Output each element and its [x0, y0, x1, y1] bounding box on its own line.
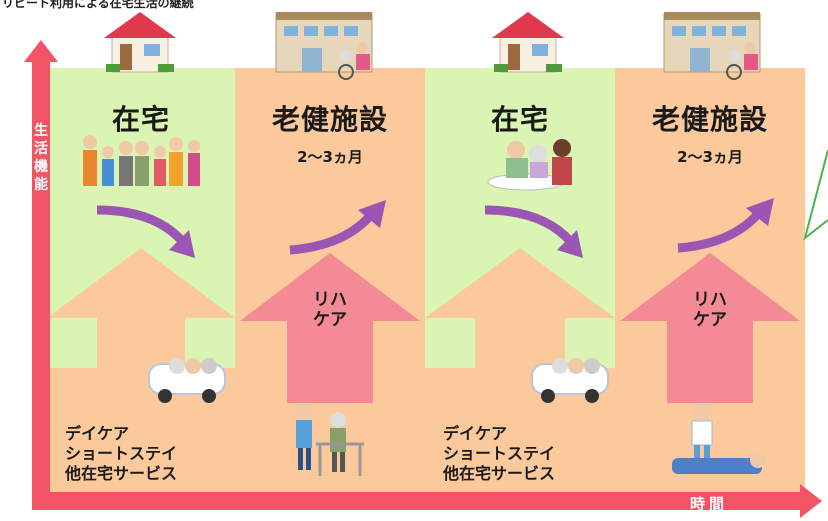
stage-period: 2～3ヵ月: [677, 148, 743, 166]
service-list: デイケア ショートステイ 他在宅サービス: [443, 424, 555, 484]
stage-period: 2～3ヵ月: [297, 148, 363, 166]
stage-heading: 老健施設: [271, 103, 388, 136]
horizontal-axis: [32, 492, 802, 510]
stage-heading: 在宅: [111, 103, 170, 136]
bed-care-icon: [672, 403, 766, 474]
rehab-walking-icon: [296, 404, 364, 476]
speech-bubble-icon: [803, 149, 828, 241]
vertical-axis-label-char: 生: [34, 123, 48, 139]
service-item: 他在宅サービス: [443, 464, 556, 483]
improve-arrow: [677, 198, 774, 253]
vertical-axis-label-char: 活: [34, 141, 48, 157]
house-icon: [492, 12, 564, 73]
care-facility-icon: [663, 12, 761, 80]
service-item: 他在宅サービス: [65, 464, 178, 483]
vertical-axis-label: 生活機能: [33, 122, 49, 194]
van-icon: [148, 358, 226, 403]
service-list: デイケア ショートステイ 他在宅サービス: [65, 424, 177, 484]
rehab-label-line: ケア: [693, 310, 727, 330]
stage-care-1: 老健施設 2～3ヵ月 リハ ケア: [235, 68, 425, 493]
rehab-label: リハ ケア: [235, 290, 425, 330]
house-icon: [104, 12, 176, 73]
home-care-icon: [487, 139, 572, 191]
service-item: デイケア: [443, 424, 508, 443]
rehab-label-line: リハ: [693, 290, 727, 310]
vertical-axis-label-char: 能: [34, 177, 48, 193]
support-up-arrow: [425, 248, 615, 378]
horizontal-axis-label: 時間: [690, 495, 729, 513]
vertical-axis-label-char: 機: [34, 159, 48, 175]
van-icon: [531, 358, 609, 403]
page-title: リピート利用による在宅生活の継続: [2, 0, 194, 10]
horizontal-axis-arrowhead: [800, 484, 822, 518]
support-up-arrow: [47, 248, 235, 378]
service-item: ショートステイ: [443, 444, 556, 463]
family-icon: [83, 135, 200, 186]
decline-arrow: [484, 205, 583, 258]
improve-arrow: [289, 200, 386, 255]
care-facility-icon: [275, 12, 373, 80]
rehab-label: リハ ケア: [615, 290, 805, 330]
decline-arrow: [96, 205, 195, 258]
rehab-up-arrow: [620, 253, 800, 403]
service-item: ショートステイ: [65, 444, 178, 463]
vertical-axis: [32, 52, 50, 502]
stage-heading: 在宅: [490, 103, 549, 136]
stage-home-2: 在宅 デイケア ショートステイ 他在宅サービス: [425, 68, 615, 493]
rehab-up-arrow: [240, 253, 420, 403]
stage-heading: 老健施設: [651, 103, 768, 136]
vertical-axis-arrowhead: [24, 40, 58, 62]
rehab-label-line: リハ: [313, 290, 347, 310]
service-item: デイケア: [65, 424, 130, 443]
rehab-label-line: ケア: [313, 310, 347, 330]
